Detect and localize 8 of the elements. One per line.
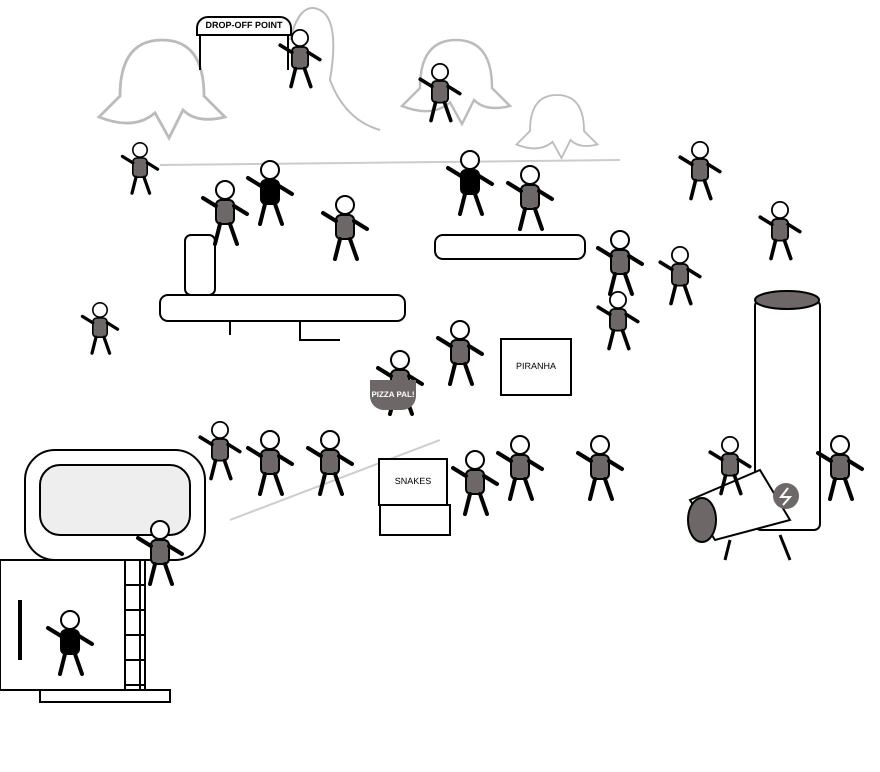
printed-text: PIRANHA — [516, 361, 556, 373]
crate — [378, 458, 448, 506]
printed-text: SNAKES — [394, 476, 432, 488]
t-shirt — [370, 380, 416, 410]
printed-text: PIZZA PAL! — [371, 390, 415, 400]
sign-board — [196, 16, 292, 36]
crate — [500, 338, 572, 396]
printed-text: DROP-OFF POINT — [206, 20, 282, 32]
